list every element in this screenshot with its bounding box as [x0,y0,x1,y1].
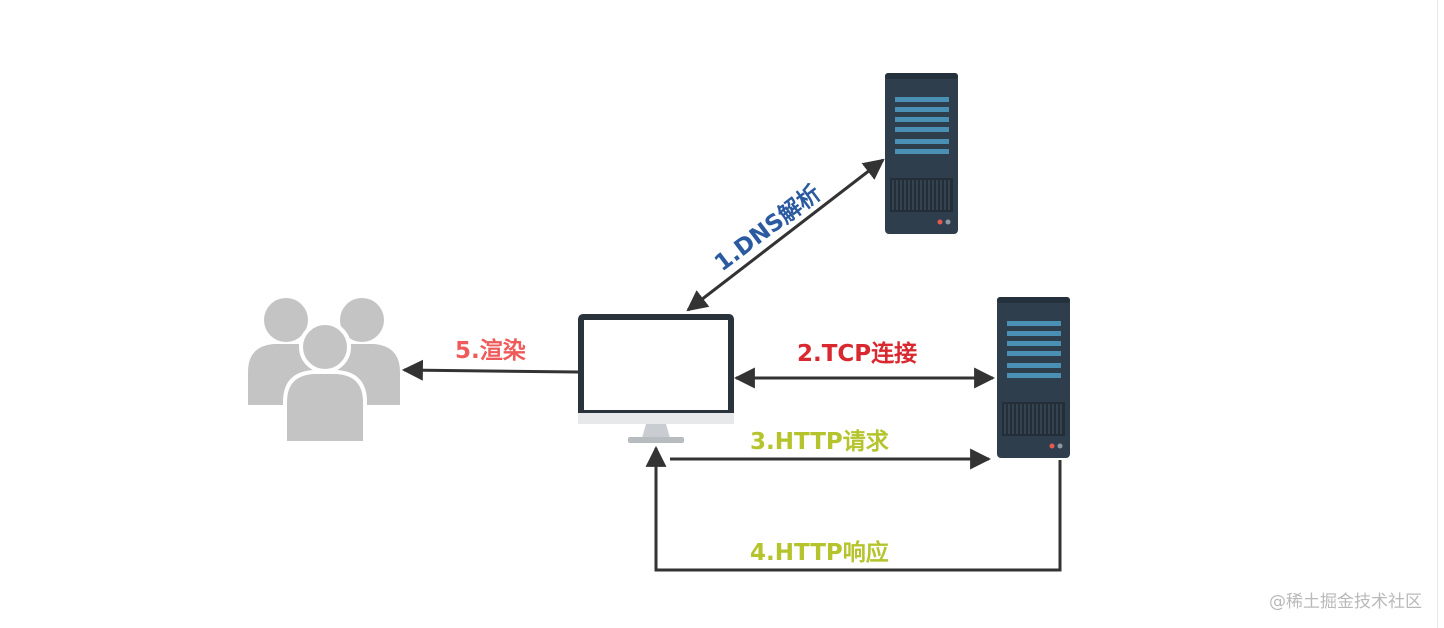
render-arrow [401,359,579,381]
monitor-icon [578,314,734,443]
watermark: @稀土掘金技术社区 [1269,592,1422,612]
dns-label: 1.DNS解析 [709,180,826,277]
dns-arrow [686,158,885,312]
http-response-arrow [645,445,1062,572]
http-request-label: 3.HTTP请求 [750,429,889,455]
dns-server-icon [885,73,958,234]
right-border [1437,0,1438,628]
render-label: 5.渲染 [455,337,526,364]
tcp-label: 2.TCP连接 [797,340,917,367]
web-server-icon [997,297,1070,458]
http-response-label: 4.HTTP响应 [750,539,889,566]
users-group-icon [248,298,400,445]
